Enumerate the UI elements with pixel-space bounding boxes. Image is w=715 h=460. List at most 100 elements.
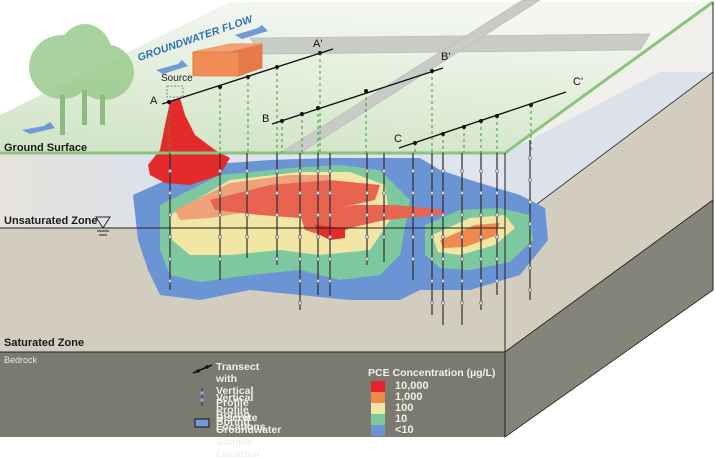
sample-location	[381, 212, 387, 218]
sample-location	[527, 265, 533, 271]
sample-location	[478, 168, 484, 174]
sample-location	[217, 212, 223, 218]
sample-location	[459, 300, 465, 306]
sample-location	[478, 190, 484, 196]
flow-arrow-icon	[22, 25, 268, 134]
sample-location	[410, 212, 416, 218]
conceptual-site-model	[0, 0, 714, 438]
transect-b-end: B'	[441, 51, 451, 63]
sample-location	[459, 278, 465, 284]
sample-location	[429, 278, 435, 284]
sample-location	[297, 168, 303, 174]
sample-location	[410, 190, 416, 196]
pce-legend-title: PCE Concentration (µg/L)	[368, 367, 496, 379]
sample-location	[327, 256, 333, 262]
ground-surface-label: Ground Surface	[4, 142, 88, 154]
legend-item-transect: Transect with Vertical Profile Boring Lo…	[216, 361, 266, 433]
transect-c-start: C	[394, 133, 402, 145]
sample-location	[459, 256, 465, 262]
pce-swatch	[371, 391, 385, 403]
transect-boring-point	[218, 85, 222, 89]
sample-location	[494, 168, 500, 174]
sample-location	[440, 168, 446, 174]
sample-location	[244, 190, 250, 196]
transect-boring-point	[246, 75, 250, 79]
vertical-profile-borings	[167, 140, 533, 325]
sample-location	[459, 212, 465, 218]
legend-sample-icon	[194, 418, 210, 428]
sample-location	[440, 256, 446, 262]
transect-boring-point	[413, 141, 417, 145]
sample-location	[274, 212, 280, 218]
sample-location	[297, 256, 303, 262]
sample-location	[494, 190, 500, 196]
transect-c-end: C'	[573, 76, 584, 88]
legend-label: Transect with Vertical	[216, 361, 260, 397]
transect-boring-point	[430, 69, 434, 73]
sample-location	[410, 234, 416, 240]
sample-location	[440, 278, 446, 284]
sample-location	[527, 177, 533, 183]
unsaturated-zone-label: Unsaturated Zone	[4, 215, 98, 227]
pce-swatch	[371, 424, 385, 436]
transect-a-end: A'	[313, 38, 323, 50]
pce-swatch	[371, 380, 385, 392]
water-table-symbol-icon	[95, 216, 111, 236]
transect-boring-point	[167, 100, 171, 104]
sample-location	[527, 243, 533, 249]
pce-level-label: 10,000	[395, 380, 429, 392]
sample-location	[297, 300, 303, 306]
sample-location	[327, 278, 333, 284]
sample-location	[429, 190, 435, 196]
sample-location	[478, 256, 484, 262]
pce-level-label: <10	[395, 424, 414, 436]
sample-location	[429, 256, 435, 262]
plume-1000-east	[440, 223, 500, 248]
sample-location	[364, 212, 370, 218]
sample-location	[315, 212, 321, 218]
sample-location	[429, 168, 435, 174]
sample-location	[459, 190, 465, 196]
legend-item-sample: Discrete Groundwater Sample Location	[216, 412, 281, 460]
legend-label: Sample Location	[216, 436, 260, 460]
transect-boring-point	[318, 51, 322, 55]
trees-icon	[29, 24, 134, 135]
sample-location	[244, 234, 250, 240]
sample-location	[440, 234, 446, 240]
sample-location	[494, 256, 500, 262]
sample-location	[478, 278, 484, 284]
sample-location	[315, 190, 321, 196]
sample-location	[327, 168, 333, 174]
sample-location	[478, 212, 484, 218]
transect-boring-point	[364, 89, 368, 93]
sample-location	[494, 212, 500, 218]
sample-location	[364, 190, 370, 196]
pce-legend-row: 100	[371, 402, 413, 414]
transect-boring-point	[495, 114, 499, 118]
transect-b-start: B	[262, 113, 270, 125]
pce-legend-row: 10,000	[371, 380, 429, 392]
pce-legend-row: 1,000	[371, 391, 423, 403]
sample-location	[244, 168, 250, 174]
sample-location	[381, 168, 387, 174]
legend-label: Discrete Groundwater	[216, 412, 282, 436]
pce-legend-row: 10	[371, 413, 407, 425]
source-marker-icon	[166, 85, 184, 98]
sample-location	[459, 168, 465, 174]
pce-swatch	[371, 413, 385, 425]
sample-location	[494, 234, 500, 240]
transect-boring-point	[479, 119, 483, 123]
bedrock-label: Bedrock	[4, 355, 38, 365]
sample-location	[274, 234, 280, 240]
sample-location	[429, 300, 435, 306]
sample-location	[167, 256, 173, 262]
sample-location	[297, 234, 303, 240]
sample-location	[527, 221, 533, 227]
sample-location	[327, 234, 333, 240]
sample-location	[167, 234, 173, 240]
front-bedrock	[0, 352, 505, 437]
sample-location	[167, 278, 173, 284]
sample-location	[459, 234, 465, 240]
sample-location	[315, 278, 321, 284]
sample-location	[527, 199, 533, 205]
